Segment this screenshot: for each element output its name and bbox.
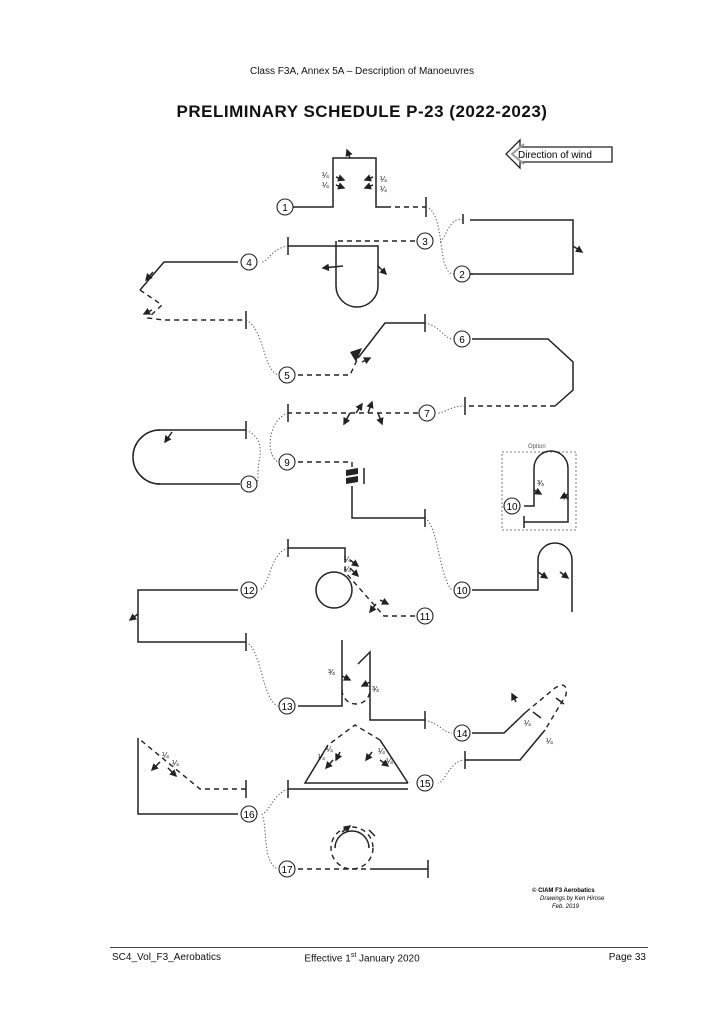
- manoeuvre-1-path: [292, 148, 427, 217]
- credit-block: © CIAM F3 Aerobatics Drawings by Ken Hir…: [532, 887, 605, 910]
- manoeuvre-5-path: [298, 314, 426, 376]
- footer-center-suffix: January 2020: [356, 953, 420, 965]
- manoeuvre-4-path: [139, 261, 247, 329]
- svg-text:14: 14: [456, 729, 468, 740]
- manoeuvre-number-12: 12: [240, 581, 258, 599]
- fraction-label: ¼: [318, 753, 325, 762]
- svg-text:5: 5: [284, 371, 290, 382]
- svg-text:13: 13: [281, 702, 293, 713]
- manoeuvre-15-path: [287, 724, 409, 798]
- manoeuvre-13-path: [298, 640, 426, 729]
- svg-text:2: 2: [459, 270, 465, 281]
- fraction-label: ¼: [380, 185, 387, 194]
- manoeuvre-number-13: 13: [278, 697, 296, 715]
- manoeuvre-8-path: [132, 421, 247, 485]
- svg-text:10: 10: [456, 586, 468, 597]
- fraction-label: ¼: [380, 175, 387, 184]
- svg-text:4: 4: [246, 258, 252, 269]
- manoeuvre-9-path: [298, 461, 426, 527]
- fraction-label: ¼: [562, 493, 569, 502]
- manoeuvre-number-2: 2: [453, 265, 471, 283]
- svg-text:8: 8: [246, 480, 252, 491]
- manoeuvre-number-17: 17: [278, 860, 296, 878]
- manoeuvre-number-9: 9: [278, 453, 296, 471]
- wind-label: Direction of wind: [518, 150, 592, 161]
- manoeuvre-number-8: 8: [240, 475, 258, 493]
- manoeuvre-number-1: 1: [276, 198, 294, 216]
- manoeuvre-11-path: [287, 539, 415, 617]
- fraction-label: ¾: [537, 479, 544, 488]
- manoeuvre-number-10: 10: [453, 581, 471, 599]
- manoeuvre-number-15: 15: [416, 774, 434, 792]
- fraction-label: ¼: [344, 565, 351, 574]
- manoeuvre-number-6: 6: [453, 330, 471, 348]
- footer-left: SC4_Vol_F3_Aerobatics: [112, 952, 221, 963]
- svg-text:15: 15: [419, 779, 431, 790]
- fraction-label: ¼: [322, 181, 329, 190]
- fraction-label: ¼: [378, 747, 385, 756]
- footer-divider: [110, 947, 648, 948]
- svg-text:11: 11: [420, 612, 431, 623]
- manoeuvre-number-markers: 1 2 3 4 5 6 7 8 9 10 10 11 12 13 14 15 1…: [240, 198, 521, 878]
- fraction-label: ¼: [524, 719, 531, 728]
- manoeuvre-number-4: 4: [240, 253, 258, 271]
- manoeuvre-6-path: [464, 338, 574, 415]
- footer-center: Effective 1st January 2020: [0, 952, 724, 964]
- svg-text:9: 9: [284, 458, 290, 469]
- manoeuvre-number-16: 16: [240, 805, 258, 823]
- svg-text:17: 17: [281, 865, 293, 876]
- manoeuvre-number-7: 7: [418, 404, 436, 422]
- credit-line-2: Drawings by Ken Hirose: [540, 896, 605, 902]
- manoeuvre-17-path: [298, 825, 429, 878]
- manoeuvre-number-14: 14: [453, 724, 471, 742]
- svg-text:1: 1: [282, 203, 288, 214]
- option-box: Option: [501, 444, 577, 531]
- fraction-label: ¼: [172, 759, 179, 768]
- manoeuvre-14-path: [464, 684, 567, 769]
- schedule-title: PRELIMINARY SCHEDULE P-23 (2022-2023): [176, 102, 548, 121]
- footer-page-number: Page 33: [608, 952, 646, 963]
- option-label: Option: [528, 444, 546, 450]
- manoeuvre-7-path: [287, 400, 418, 426]
- page-header: Class F3A, Annex 5A – Description of Man…: [249, 66, 474, 77]
- svg-text:3: 3: [422, 237, 428, 248]
- fraction-label: ¼: [162, 751, 169, 760]
- svg-text:16: 16: [243, 810, 255, 821]
- manoeuvre-12-path: [128, 589, 247, 651]
- fraction-label: ¼: [344, 555, 351, 564]
- manoeuvre-2-path: [462, 214, 584, 275]
- svg-text:10: 10: [506, 502, 518, 513]
- fraction-label: ¼: [326, 745, 333, 754]
- fraction-label: ¼: [322, 171, 329, 180]
- svg-text:6: 6: [459, 335, 465, 346]
- manoeuvre-number-5: 5: [278, 366, 296, 384]
- fraction-label: ¾: [328, 668, 335, 677]
- manoeuvre-number-11: 11: [416, 607, 434, 625]
- fraction-label: ¼: [546, 737, 553, 746]
- wind-direction-arrow: Direction of wind: [505, 138, 613, 170]
- fraction-label: ¾: [372, 685, 379, 694]
- svg-text:12: 12: [243, 586, 255, 597]
- credit-line-1: © CIAM F3 Aerobatics: [532, 887, 595, 894]
- manoeuvre-3-path: [287, 237, 415, 308]
- credit-line-3: Feb. 2019: [552, 904, 580, 910]
- manoeuvre-16-path: [137, 737, 247, 815]
- manoeuvre-number-3: 3: [416, 232, 434, 250]
- footer-center-prefix: Effective 1: [304, 953, 351, 965]
- footer-center-sup: st: [350, 952, 357, 959]
- manoeuvre-number-10-option: 10: [503, 497, 521, 515]
- svg-text:7: 7: [424, 409, 430, 420]
- manoeuvre-10-path: [472, 542, 573, 612]
- fraction-label: ¼: [386, 757, 393, 766]
